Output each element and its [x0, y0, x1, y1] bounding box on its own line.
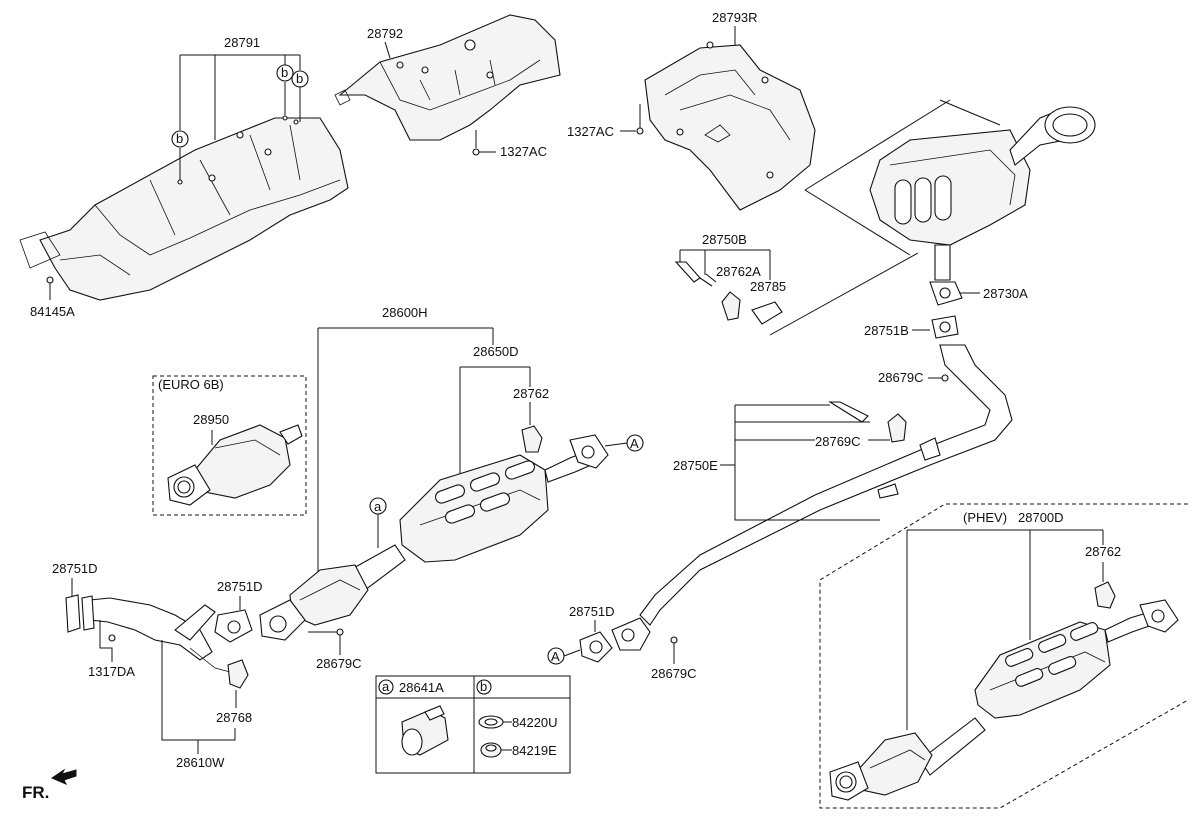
label-28750B: 28750B: [702, 232, 747, 247]
hanger-28762-a: [521, 425, 543, 453]
front-arrow-icon: [50, 768, 77, 785]
hanger-28762-b: [1094, 581, 1116, 609]
label-84219E: 84219E: [512, 743, 557, 758]
label-28750E: 28750E: [673, 458, 718, 473]
phev-variant-box: [819, 503, 1189, 809]
label-84220U: 84220U: [512, 715, 558, 730]
svg-text:b: b: [176, 131, 183, 146]
label-84145A: 84145A: [30, 304, 75, 319]
label-euro6b: (EURO 6B): [158, 377, 224, 392]
clamp-28641A: [401, 705, 449, 756]
label-28792: 28792: [367, 26, 403, 41]
center-pipe: [611, 344, 1013, 651]
svg-text:a: a: [374, 499, 382, 514]
label-28762-b: 28762: [1085, 544, 1121, 559]
legend-callout-b: b: [480, 679, 487, 694]
label-28679C-a: 28679C: [878, 370, 924, 385]
label-28751D-b: 28751D: [217, 579, 263, 594]
svg-text:b: b: [296, 71, 303, 86]
euro6b-variant-box: [152, 375, 307, 516]
svg-text:b: b: [281, 65, 288, 80]
nut-84219E: [480, 742, 502, 758]
callout-a: a: [369, 497, 387, 548]
hanger-28769C: [828, 401, 907, 443]
label-28769C: 28769C: [815, 434, 861, 449]
label-28641A: 28641A: [399, 680, 444, 695]
label-phev: (PHEV): [963, 510, 1007, 525]
hanger-28768: [227, 659, 249, 689]
label-1327AC-b: 1327AC: [500, 144, 547, 159]
front-pipe-28610W: [81, 595, 231, 673]
catalytic-converter-front: [259, 544, 406, 641]
label-28950: 28950: [193, 412, 229, 427]
parts-legend-table: a 28641A b 84220U 84219E: [375, 675, 571, 774]
label-28610W: 28610W: [176, 755, 225, 770]
gasket-28751B: [931, 315, 959, 339]
label-1327AC-a: 1327AC: [567, 124, 614, 139]
label-28793R: 28793R: [712, 10, 758, 25]
label-fr: FR.: [22, 783, 49, 802]
label-28791: 28791: [224, 35, 260, 50]
label-28751D-a: 28751D: [52, 561, 98, 576]
callout-b-3: b: [291, 70, 309, 88]
label-1317DA: 1317DA: [88, 664, 135, 679]
label-28751B: 28751B: [864, 323, 909, 338]
label-28600H: 28600H: [382, 305, 428, 320]
label-28730A: 28730A: [983, 286, 1028, 301]
callout-b-2: b: [276, 64, 294, 82]
callout-b-1: b: [171, 130, 189, 148]
label-28700D: 28700D: [1018, 510, 1064, 525]
svg-text:A: A: [630, 436, 639, 451]
center-muffler-28650D: [399, 434, 609, 563]
catalytic-converter-28950: [167, 424, 303, 506]
gasket-28751D-b: [214, 609, 253, 643]
label-28768: 28768: [216, 710, 252, 725]
connector-A-center: A: [547, 647, 581, 665]
front-direction-indicator: FR.: [22, 768, 77, 802]
center-muffler-phev: [829, 599, 1179, 801]
flange-28730A: [929, 281, 963, 306]
label-28679C-b: 28679C: [316, 656, 362, 671]
label-28679C-c: 28679C: [651, 666, 697, 681]
label-28650D: 28650D: [473, 344, 519, 359]
connector-A-top: A: [604, 434, 644, 452]
hanger-parts: [674, 261, 783, 325]
rear-muffler: [869, 106, 1096, 281]
svg-text:A: A: [551, 649, 560, 664]
gasket-28751D-c: [579, 631, 613, 663]
gasket-28751D-a: [65, 594, 81, 633]
label-28785: 28785: [750, 279, 786, 294]
label-28751D-c: 28751D: [569, 604, 615, 619]
label-28762-a: 28762: [513, 386, 549, 401]
label-28762A: 28762A: [716, 264, 761, 279]
legend-callout-a: a: [382, 679, 390, 694]
nut-84220U: [478, 715, 504, 729]
heat-shield-28792: [334, 14, 561, 141]
heat-shield-28791: [19, 115, 349, 301]
heat-shield-28793R: [644, 41, 816, 211]
